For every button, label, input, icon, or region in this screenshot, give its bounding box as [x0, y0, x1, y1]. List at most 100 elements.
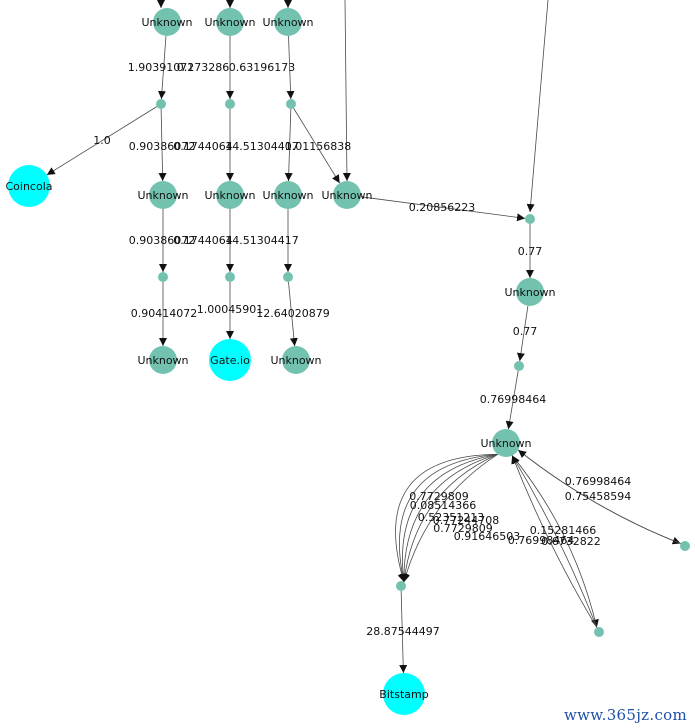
node-u_mid4[interactable]: Unknown — [321, 181, 373, 209]
transaction-dot[interactable] — [283, 272, 293, 282]
edge-label: 0.20856223 — [409, 201, 475, 214]
transaction-dot[interactable] — [156, 99, 166, 109]
node-t5[interactable] — [225, 272, 235, 282]
edge-label: 0.52351213 — [418, 511, 484, 524]
node-gateio[interactable]: Gate.io — [209, 339, 251, 381]
edge-label: 0.90386072 — [129, 140, 195, 153]
node-t6[interactable] — [283, 272, 293, 282]
node-t9[interactable] — [396, 581, 406, 591]
edge-t9-to-bitstamp — [399, 590, 408, 674]
node-u_bot1[interactable]: Unknown — [137, 346, 189, 374]
node-label: Unknown — [270, 354, 321, 367]
node-label: Unknown — [262, 16, 313, 29]
edge-label: 1.00045901 — [197, 303, 263, 316]
node-circle[interactable] — [516, 278, 544, 306]
node-circle[interactable] — [383, 673, 425, 715]
edge-label: 0.15281466 — [530, 524, 596, 537]
node-circle[interactable] — [209, 339, 251, 381]
node-t7[interactable] — [525, 214, 535, 224]
transaction-dot[interactable] — [225, 272, 235, 282]
node-label: Unknown — [480, 437, 531, 450]
node-t10[interactable] — [594, 627, 604, 637]
node-label: Unknown — [137, 354, 188, 367]
node-label: Unknown — [321, 189, 372, 202]
node-circle[interactable] — [216, 181, 244, 209]
edge-t11-to-u_hub — [517, 449, 681, 544]
edge-u_hub-to-t9 — [399, 453, 498, 582]
edge-label: 0.76998464 — [565, 475, 631, 488]
transaction-dot[interactable] — [594, 627, 604, 637]
transaction-dot[interactable] — [514, 361, 524, 371]
node-circle[interactable] — [149, 181, 177, 209]
edge-label: 1.0 — [93, 134, 111, 147]
node-bitstamp[interactable]: Bitstamp — [379, 673, 429, 715]
edge-t6-to-u_bot3 — [288, 281, 298, 347]
edge-u_hub-to-t9 — [398, 453, 498, 583]
node-u_bot3[interactable]: Unknown — [270, 346, 322, 374]
edge-label: 0.01156838 — [285, 140, 351, 153]
node-u_mid1[interactable]: Unknown — [137, 181, 189, 209]
node-label: Unknown — [137, 189, 188, 202]
edge-label: 0.77 — [513, 325, 538, 338]
transaction-dot[interactable] — [286, 99, 296, 109]
node-coincola[interactable]: Coincola — [5, 165, 53, 207]
edge-t10-to-u_hub — [511, 455, 598, 628]
edge-label: 12.64020879 — [256, 307, 329, 320]
transaction-dot[interactable] — [225, 99, 235, 109]
node-t3[interactable] — [286, 99, 296, 109]
edge-label: 0.76998464 — [480, 393, 546, 406]
node-circle[interactable] — [274, 181, 302, 209]
edge-t1-to-coincola — [46, 106, 157, 176]
edge-label: 0.63196173 — [229, 61, 295, 74]
edge-label: 0.90414072 — [131, 307, 197, 320]
node-t11[interactable] — [680, 541, 690, 551]
edge-label: 0.7729809 — [433, 522, 493, 535]
edge-label: 1.90391072 — [128, 61, 194, 74]
node-u_top3[interactable]: Unknown — [262, 8, 314, 36]
node-u_right1[interactable]: Unknown — [504, 278, 556, 306]
node-circle[interactable] — [153, 8, 181, 36]
node-u_mid2[interactable]: Unknown — [204, 181, 256, 209]
node-label: Gate.io — [210, 354, 250, 367]
node-circle[interactable] — [282, 346, 310, 374]
node-circle[interactable] — [274, 8, 302, 36]
node-t1[interactable] — [156, 99, 166, 109]
edge-t1-to-u_mid1 — [158, 108, 167, 182]
node-u_top1[interactable]: Unknown — [141, 8, 193, 36]
incoming-edge-3 — [342, 0, 351, 182]
edge-u_mid4-to-t7 — [360, 196, 526, 222]
node-label: Unknown — [204, 189, 255, 202]
node-u_hub[interactable]: Unknown — [480, 429, 532, 457]
edge-u_top3-to-t3 — [286, 35, 295, 100]
node-u_mid3[interactable]: Unknown — [262, 181, 314, 209]
edge-u_hub-to-t9 — [398, 453, 498, 583]
edge-t8-to-u_hub — [505, 370, 519, 430]
node-circle[interactable] — [333, 181, 361, 209]
transaction-dot[interactable] — [396, 581, 406, 591]
node-circle[interactable] — [149, 346, 177, 374]
node-t2[interactable] — [225, 99, 235, 109]
edge-u_hub-to-t9 — [400, 453, 498, 583]
edge-label: 0.91646503 — [454, 530, 520, 543]
transaction-dot[interactable] — [680, 541, 690, 551]
node-u_top2[interactable]: Unknown — [204, 8, 256, 36]
node-t8[interactable] — [514, 361, 524, 371]
node-circle[interactable] — [8, 165, 50, 207]
edge-label: 0.1744064 — [173, 140, 233, 153]
node-circle[interactable] — [492, 429, 520, 457]
edge-label: 0.1744064 — [173, 234, 233, 247]
transaction-dot[interactable] — [525, 214, 535, 224]
transaction-dot[interactable] — [158, 272, 168, 282]
node-t4[interactable] — [158, 272, 168, 282]
edge-label: 0.173286 — [177, 61, 230, 74]
edge-label: 14.51304417 — [225, 140, 298, 153]
edge-label: 0.08514366 — [410, 499, 476, 512]
edge-u_hub-to-t10 — [511, 455, 599, 628]
edge-u_hub-to-t9 — [402, 453, 498, 583]
incoming-edge-4 — [526, 0, 549, 213]
node-circle[interactable] — [216, 8, 244, 36]
edge-label: 0.76998464 — [508, 534, 574, 547]
